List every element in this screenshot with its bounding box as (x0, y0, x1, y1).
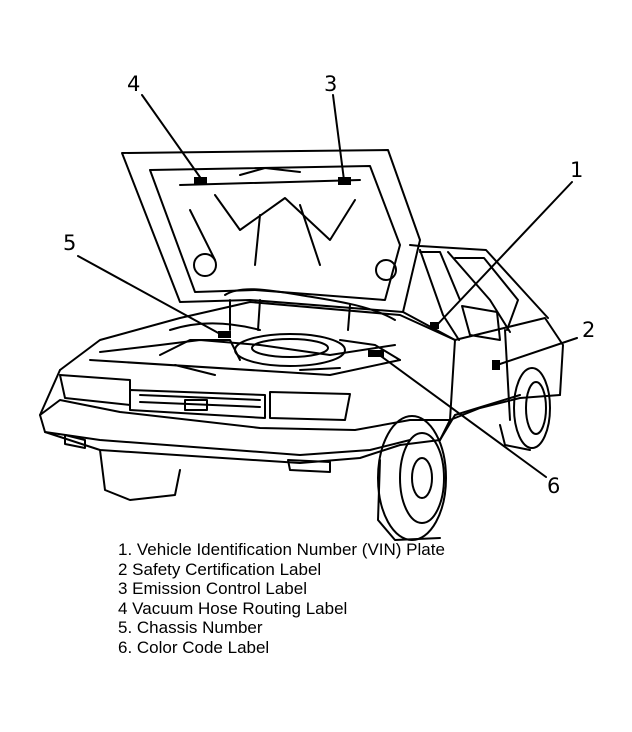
callout-4: 4 (127, 72, 141, 96)
cabin (409, 244, 549, 341)
callout-2: 2 (582, 318, 596, 342)
legend-item: 2 Safety Certification Label (118, 559, 322, 579)
legend-item: 5. Chassis Number (118, 618, 263, 637)
label-markers (194, 177, 500, 370)
engine-bay (159, 288, 401, 376)
car-body (39, 301, 564, 473)
callout-5: 5 (63, 231, 77, 255)
legend-item: 3 Emission Control Label (118, 579, 307, 598)
legend-item: 1. Vehicle Identification Number (VIN) P… (118, 540, 445, 559)
legend: 1. Vehicle Identification Number (VIN) P… (118, 540, 445, 657)
legend-item: 4 Vacuum Hose Routing Label (118, 598, 348, 618)
legend-item: 6. Color Code Label (118, 637, 270, 657)
callout-1: 1 (570, 158, 584, 182)
hood (121, 149, 421, 313)
callout-6: 6 (547, 474, 561, 498)
callout-3: 3 (324, 72, 338, 96)
leader-lines (77, 94, 578, 478)
wheels (99, 367, 551, 541)
